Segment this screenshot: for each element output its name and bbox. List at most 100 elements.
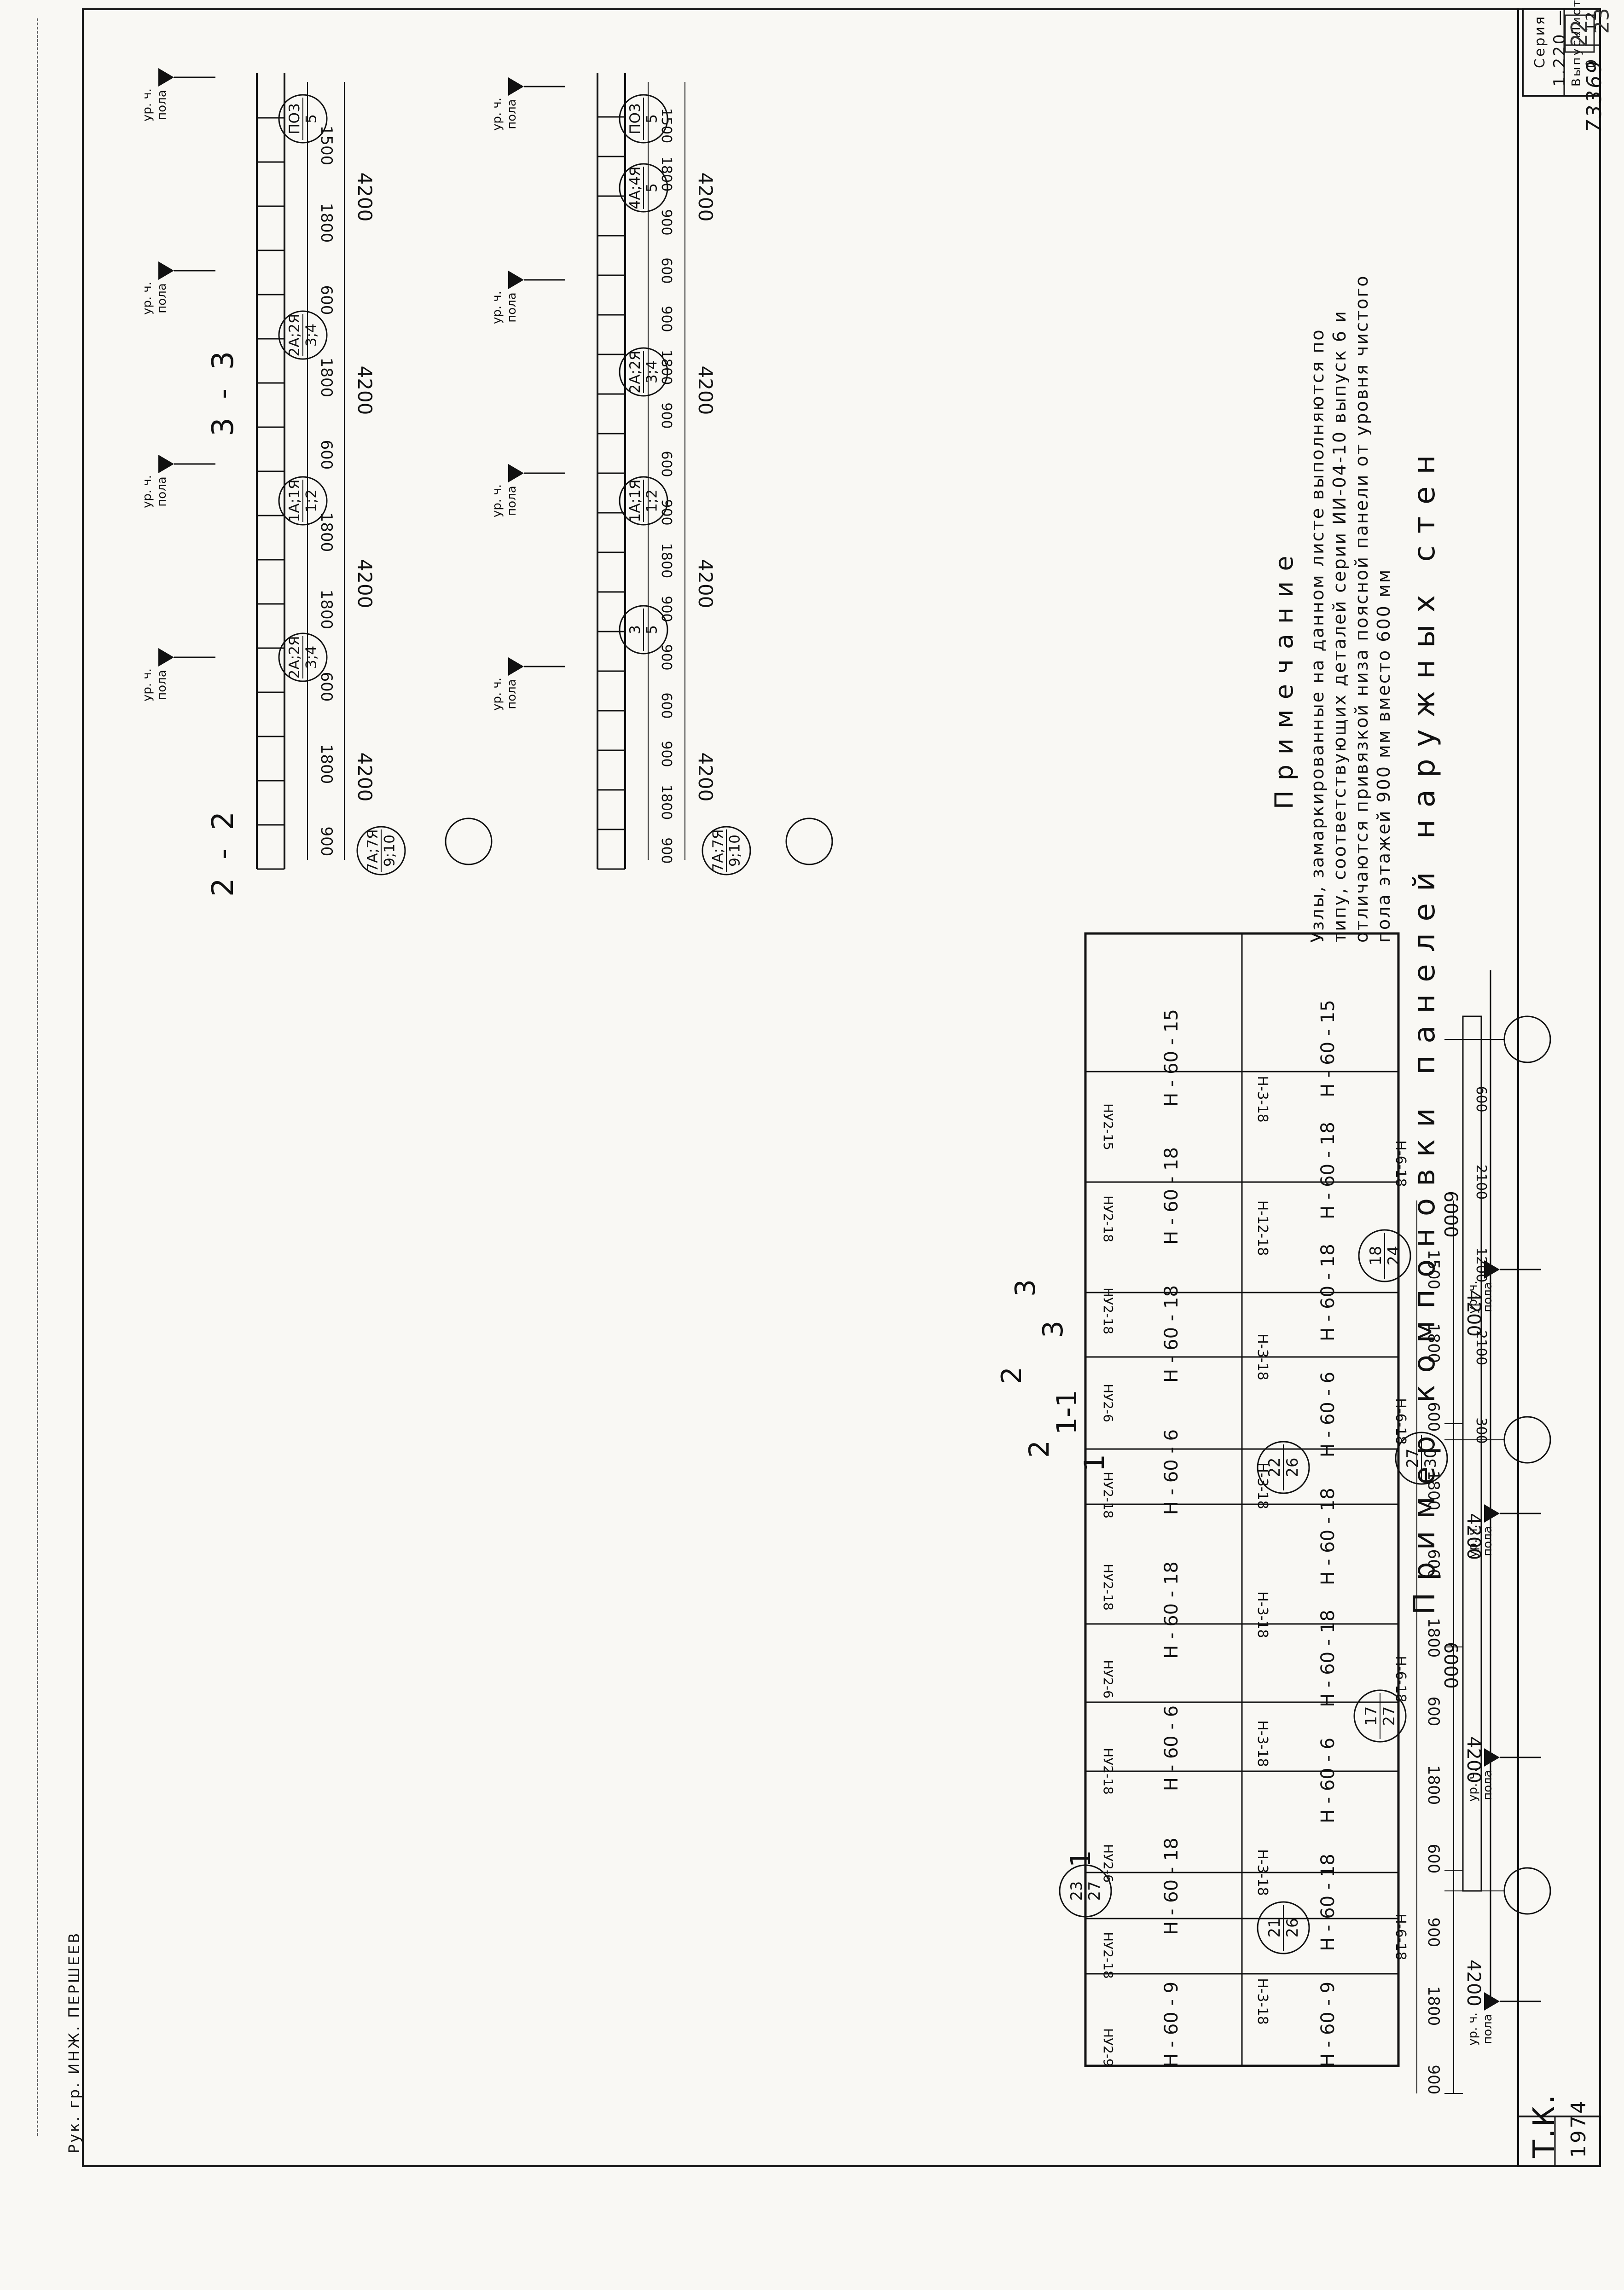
- elev-floor-mark-1-line1: ур. ч.: [1466, 1768, 1480, 1802]
- elev-panel-lower-6: Н - 60 - 18: [1161, 1147, 1182, 1245]
- sec3-node-4-circle: [619, 163, 668, 213]
- elev-section-mark-4: 1-1: [1051, 1390, 1083, 1435]
- elev-node-ref-1-circle: [1353, 1689, 1407, 1743]
- elev-belt-2: НУ2-6: [1101, 1844, 1116, 1883]
- sec2-node-3-circle: [278, 310, 328, 360]
- elev-panel-lower-1: Н - 60 - 18: [1161, 1838, 1182, 1935]
- elev-dim-4200-1: 4200: [1463, 1736, 1484, 1783]
- elev-node-ref-3-top: 18: [1367, 1246, 1385, 1266]
- elev-node-ref-5-top: 27: [1404, 1449, 1421, 1468]
- sec2-dim-2: 4200: [354, 366, 376, 415]
- elev-subdim-0: 900: [1424, 2065, 1443, 2095]
- sec3-subdim-7: 900: [658, 499, 674, 525]
- plan-subdim-4: 600: [1473, 1086, 1489, 1112]
- elev-subdim-10: 1800: [1424, 1323, 1443, 1363]
- elev-node-ref-4-circle: [1059, 1864, 1112, 1918]
- elev-node-ref-2-top: 22: [1265, 1458, 1283, 1478]
- elev-panel-upper-0: Н - 60 - 9: [1317, 1982, 1339, 2067]
- sec2-floor-mark-1-line1: ур. ч.: [140, 475, 154, 508]
- sec2-node-3-top: 2А;2Я: [286, 313, 303, 356]
- elev-panel-lower-4: Н - 60 - 6: [1161, 1429, 1182, 1515]
- elev-floor-mark-2-triangle: [1484, 1504, 1500, 1523]
- elev-node-ref-4-top: 23: [1067, 1881, 1085, 1901]
- sec2-floor-mark-0-line1: ур. ч.: [140, 668, 154, 701]
- sec2-floor-mark-1-triangle: [158, 455, 174, 473]
- elev-right-pier-0: Н-6-18: [1392, 1913, 1409, 1960]
- elev-panel-upper-2: Н - 60 - 6: [1317, 1738, 1339, 1823]
- elev-pier-2: Н-3-18: [1254, 1720, 1270, 1767]
- stamp-right-box: [1522, 8, 1601, 97]
- elev-section-mark-1: 3: [1009, 1279, 1042, 1297]
- sec3-subdim-3: 600: [658, 692, 674, 719]
- corner-number: 22: [1564, 14, 1595, 53]
- elev-panel-lower-5: Н - 60 - 18: [1161, 1285, 1182, 1383]
- sec2-dim-1: 4200: [354, 559, 376, 609]
- elev-belt-1: НУ2-18: [1101, 1932, 1116, 1979]
- sec2-subdim-9: 1500: [317, 126, 336, 166]
- sec3-node-2-bottom: 1;2: [644, 489, 661, 512]
- sec3-node-5-bottom: 5: [644, 114, 661, 123]
- elev-panel-lower-2: Н - 60 - 6: [1161, 1705, 1182, 1791]
- elev-belt-6: НУ2-18: [1101, 1472, 1116, 1519]
- stamp-signature-row: Рук. гр. ИНЖ. ПЕРШЕЕВ: [65, 1931, 83, 2153]
- sec3-node-2-circle: [619, 476, 668, 526]
- section-2-2-drawing: 4200420042004200900180060018001800600180…: [140, 68, 493, 875]
- sec3-dim-0: 4200: [694, 753, 717, 802]
- sec3-subdim-11: 900: [658, 306, 674, 332]
- elev-dim-4200-2: 4200: [1463, 1513, 1484, 1560]
- elev-floor-mark-3-line2: пола: [1481, 1282, 1495, 1312]
- elev-floor-mark-0-line1: ур. ч.: [1466, 2012, 1480, 2046]
- elev-right-pier-3: Н-6-18: [1392, 1140, 1409, 1187]
- elev-belt-4: НУ2-6: [1101, 1660, 1116, 1699]
- sec2-node-1-circle: [278, 632, 328, 682]
- elev-node-ref-2-bottom: 26: [1283, 1458, 1301, 1478]
- stamp-org: Т.К.: [1527, 2093, 1561, 2158]
- elev-section-mark-5: 1: [1065, 1850, 1097, 1867]
- elev-section-mark-6: 1: [1079, 1454, 1111, 1472]
- elev-pier-6: Н-12-18: [1254, 1200, 1270, 1256]
- elev-node-ref-5-circle: [1395, 1432, 1448, 1485]
- stamp-series-label: Серия: [1532, 15, 1548, 68]
- sec2-subdim-3: 1800: [317, 590, 336, 630]
- sec3-subdim-13: 900: [658, 209, 674, 235]
- elev-panel-upper-6: Н - 60 - 18: [1317, 1244, 1339, 1341]
- elev-belt-9: НУ2-18: [1101, 1195, 1116, 1242]
- elev-subdim-2: 900: [1424, 1918, 1443, 1948]
- sec3-dim-2: 4200: [694, 366, 717, 415]
- elev-subdim-3: 600: [1424, 1844, 1443, 1874]
- elev-subdim-4: 1800: [1424, 1765, 1443, 1805]
- sec3-subdim-8: 600: [658, 451, 674, 477]
- sec2-dim-3: 4200: [354, 173, 376, 222]
- elev-section-mark-3: 3: [1037, 1321, 1069, 1338]
- elev-subdim-1: 1800: [1424, 1986, 1443, 2026]
- stamp-archive-no: 73369: [1583, 59, 1606, 133]
- elev-floor-mark-0-triangle: [1484, 1992, 1500, 2011]
- sec3-dim-1: 4200: [694, 559, 717, 609]
- elev-panel-lower-3: Н - 60 - 18: [1161, 1561, 1182, 1659]
- sec2-subdim-5: 600: [317, 440, 336, 470]
- elev-floor-mark-1-triangle: [1484, 1748, 1500, 1767]
- sec3-floor-mark-2-line2: пола: [505, 292, 519, 322]
- sec3-node-0-top: 7А;7Я: [710, 829, 726, 872]
- elev-floor-mark-0-line2: пола: [1481, 2014, 1495, 2044]
- section-3-3-label: 3 - 3: [206, 346, 240, 436]
- elev-node-ref-2-circle: [1257, 1441, 1310, 1494]
- elev-floor-mark-1-line2: пола: [1481, 1770, 1495, 1800]
- sec2-node-4-top: ПО3: [286, 103, 303, 134]
- elev-panel-lower-0: Н - 60 - 9: [1161, 1982, 1182, 2067]
- elev-pier-7: Н-3-18: [1254, 1076, 1270, 1122]
- elev-floor-mark-2-line1: ур. ч.: [1466, 1525, 1480, 1558]
- elev-pier-3: Н-3-18: [1254, 1591, 1270, 1638]
- elev-belt-5: НУ2-18: [1101, 1564, 1116, 1611]
- elev-panel-lower-7: Н - 60 - 15: [1161, 1009, 1182, 1107]
- sec2-node-2-top: 1А;1Я: [286, 479, 303, 522]
- elev-subdim-9: 600: [1424, 1402, 1443, 1432]
- sec2-floor-mark-0-triangle: [158, 648, 174, 667]
- sec2-floor-mark-3-line1: ур. ч.: [140, 88, 154, 122]
- plan-subdim-3: 2100: [1473, 1165, 1489, 1200]
- elev-floor-mark-3-triangle: [1484, 1260, 1500, 1279]
- sec3-subdim-14: 1800: [658, 157, 674, 191]
- stamp-drawing: [1517, 8, 1601, 2167]
